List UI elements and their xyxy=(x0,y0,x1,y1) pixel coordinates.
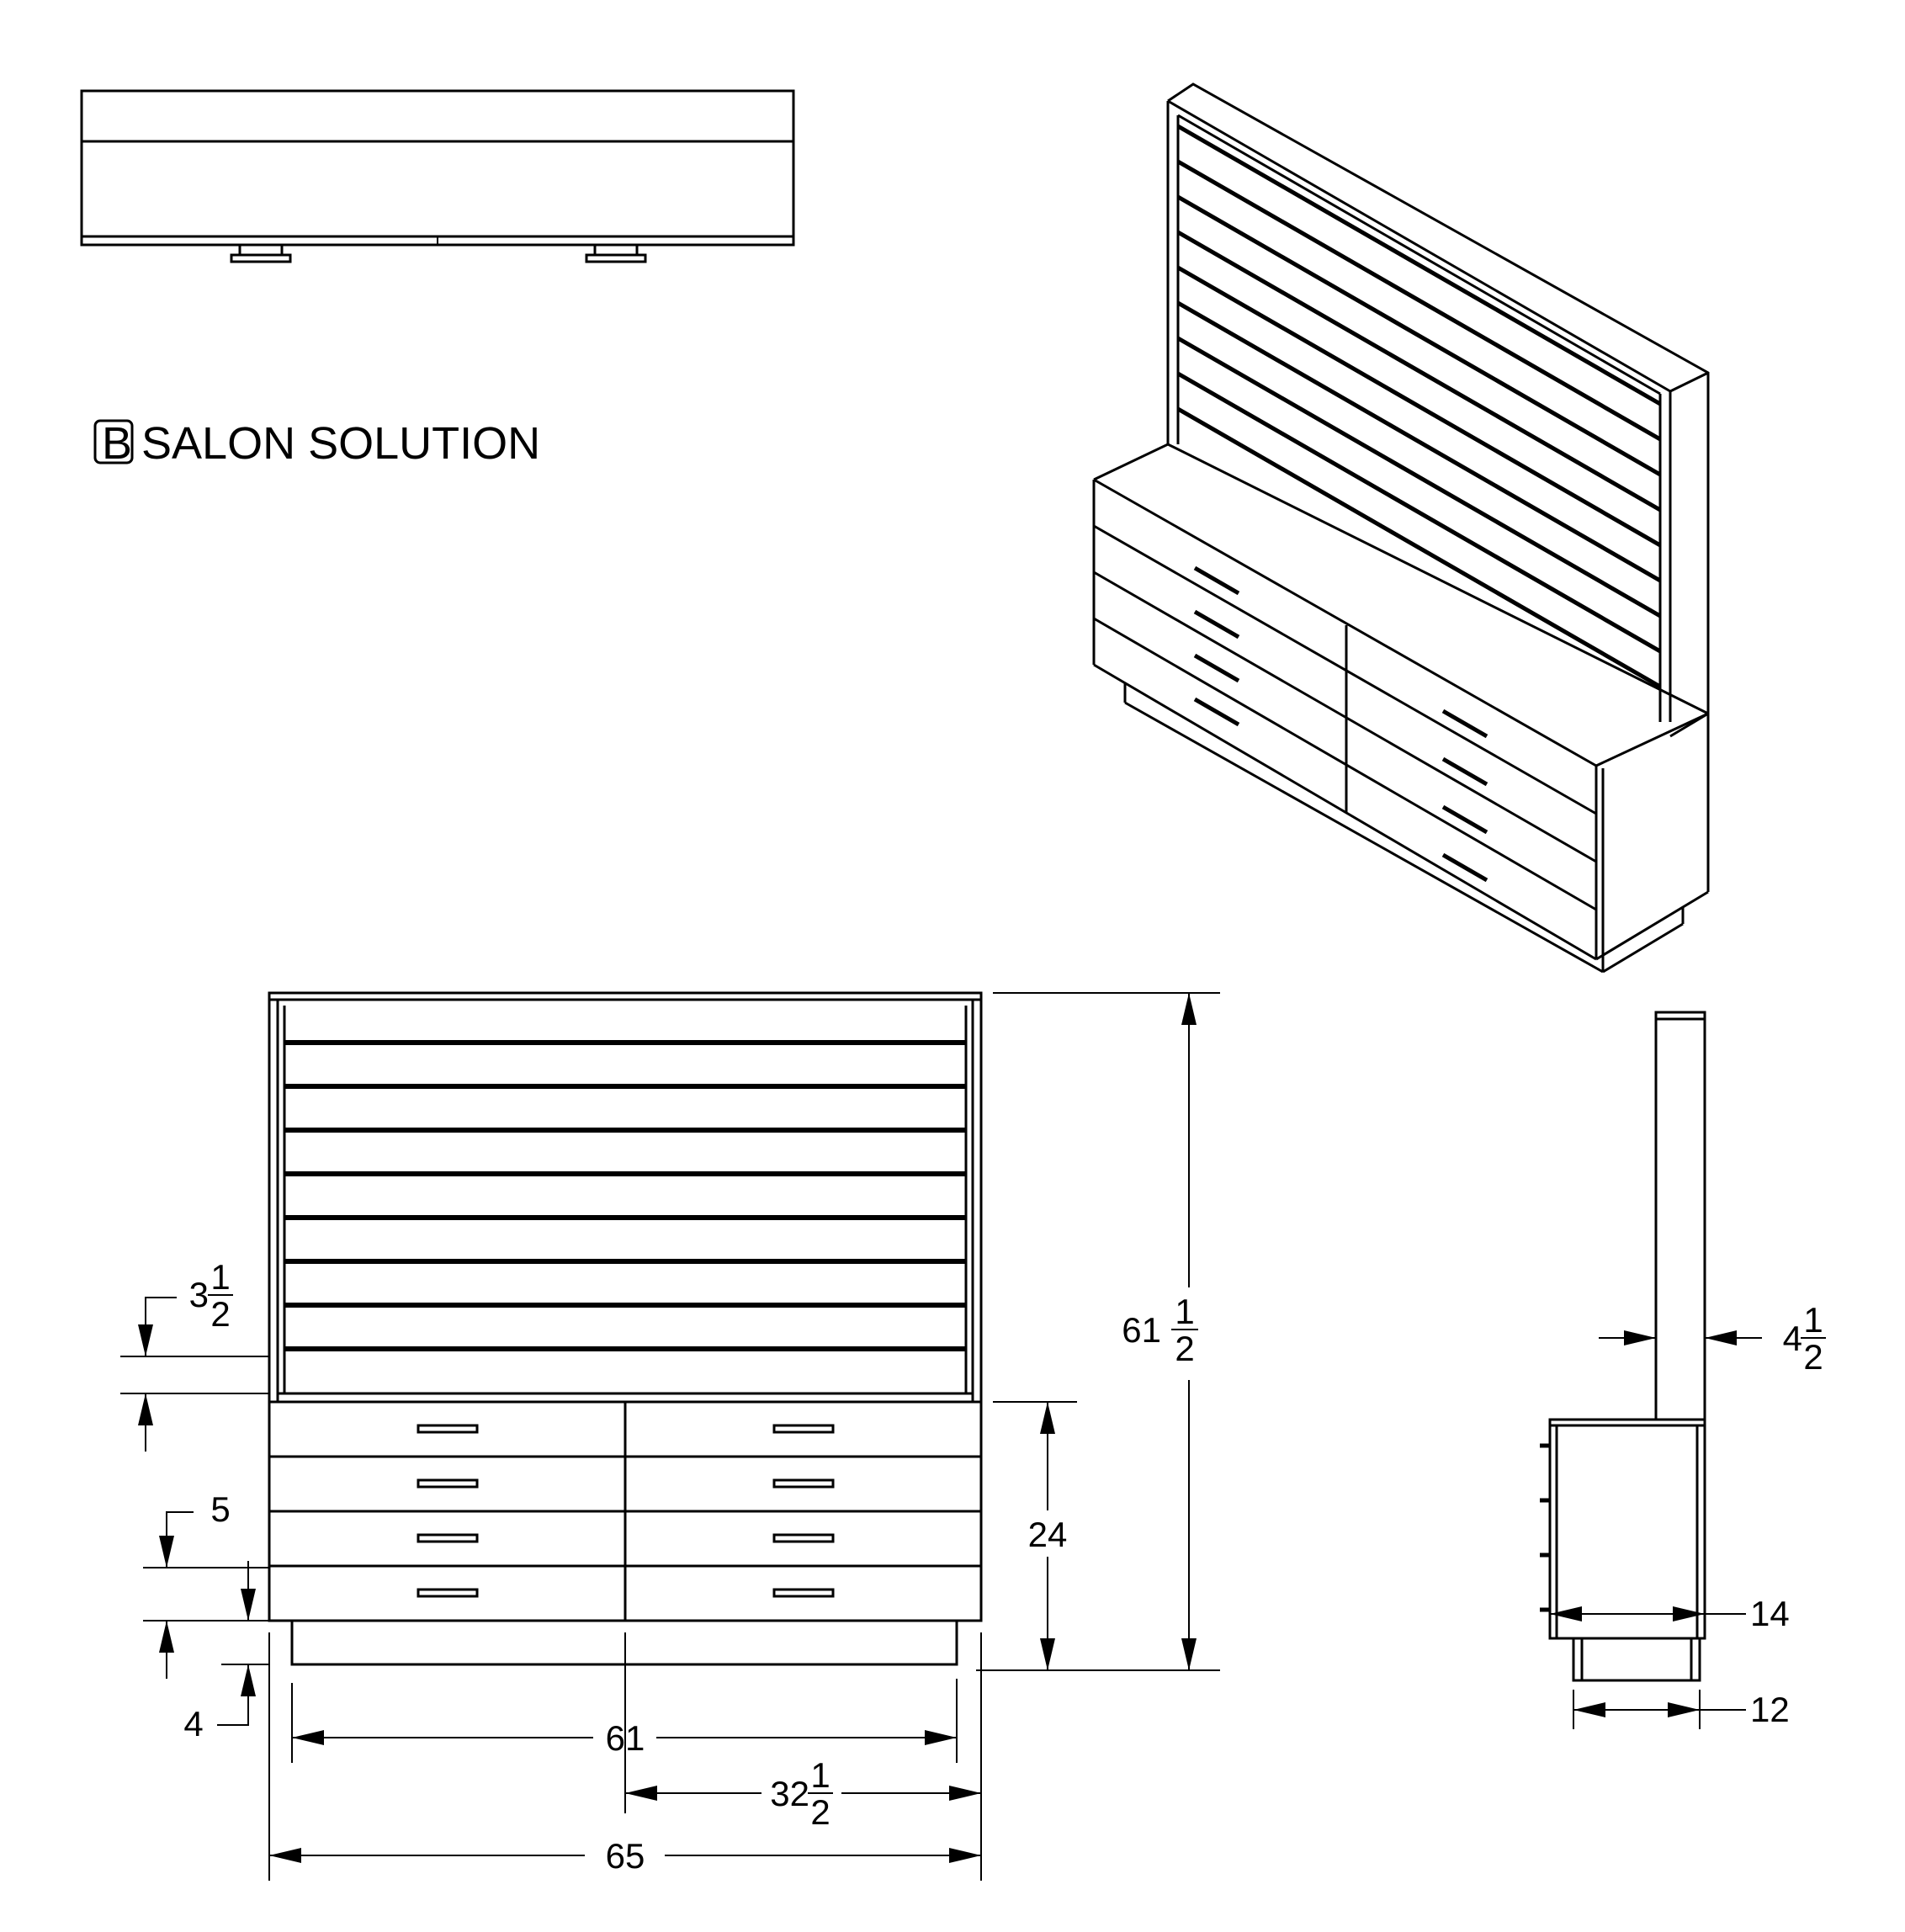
shelf-spacing-denominator: 2 xyxy=(210,1294,230,1334)
dim-cabinet-depth: 14 xyxy=(1550,1594,1790,1633)
drawer-handle xyxy=(772,1478,835,1489)
isometric-drawer-handle xyxy=(1193,653,1240,683)
isometric-shelf xyxy=(1176,300,1662,583)
dim-cabinet-height: 24 xyxy=(993,1401,1077,1670)
dim-shelf-spacing: 3 1 2 xyxy=(120,1257,269,1452)
side-handles xyxy=(1540,1443,1550,1612)
isometric-drawer-handle xyxy=(1441,852,1488,883)
front-shelf xyxy=(284,1259,966,1264)
brand-logo-letter: B xyxy=(102,418,132,469)
isometric-shelf xyxy=(1176,336,1662,618)
isometric-shelf xyxy=(1176,265,1662,548)
overall-height-numerator: 1 xyxy=(1175,1292,1194,1331)
half-width-numerator: 1 xyxy=(810,1755,830,1795)
isometric-view xyxy=(1092,82,1710,974)
dim-overall-height: 61 1 2 xyxy=(976,992,1220,1671)
front-elevation xyxy=(268,991,983,1666)
isometric-slats xyxy=(1176,124,1662,689)
drawer-handle xyxy=(772,1424,835,1434)
drawer-handle xyxy=(772,1533,835,1543)
overall-height-whole: 61 xyxy=(1122,1310,1161,1350)
isometric-drawer-handle xyxy=(1441,756,1488,787)
side-elevation xyxy=(1540,1011,1706,1682)
drawer-handle xyxy=(417,1588,479,1598)
isometric-shelf xyxy=(1176,230,1662,512)
isometric-shelf xyxy=(1176,371,1662,654)
brand-logo: B xyxy=(93,418,134,469)
hutch-depth-whole: 4 xyxy=(1783,1319,1802,1358)
hutch-depth-denominator: 2 xyxy=(1803,1337,1823,1377)
dim-base-height: 4 xyxy=(183,1561,269,1744)
overall-width-label: 65 xyxy=(606,1836,645,1876)
half-width-whole: 32 xyxy=(770,1774,809,1813)
front-shelf xyxy=(284,1171,966,1176)
front-shelf xyxy=(284,1040,966,1045)
cabinet-depth-label: 14 xyxy=(1750,1594,1790,1633)
isometric-shelf xyxy=(1176,159,1662,442)
front-shelf xyxy=(284,1128,966,1133)
isometric-drawer-handle xyxy=(1193,697,1240,727)
dim-base-depth: 12 xyxy=(1573,1690,1790,1729)
front-shelf xyxy=(284,1303,966,1308)
drawer-height-label: 5 xyxy=(210,1489,230,1529)
isometric-shelf xyxy=(1176,124,1662,406)
dim-half-width: 32 1 2 xyxy=(624,1632,981,1832)
overall-height-denominator: 2 xyxy=(1175,1329,1194,1368)
isometric-drawer-handle xyxy=(1193,609,1240,640)
isometric-shelf xyxy=(1176,194,1662,477)
dim-drawer-height: 5 xyxy=(143,1489,269,1679)
dim-overall-width: 65 xyxy=(268,1632,982,1881)
drawer-handle xyxy=(417,1424,479,1434)
brand-name: SALON SOLUTION xyxy=(141,418,540,469)
front-shelf xyxy=(284,1084,966,1089)
isometric-drawer-handle xyxy=(1193,565,1240,596)
front-shelf xyxy=(284,1215,966,1220)
front-slats xyxy=(284,1040,966,1351)
drawer-handle xyxy=(772,1588,835,1598)
base-height-label: 4 xyxy=(183,1704,203,1744)
hutch-depth-numerator: 1 xyxy=(1803,1300,1823,1340)
dim-hutch-depth: 4 1 2 xyxy=(1599,1300,1826,1377)
shelf-spacing-numerator: 1 xyxy=(210,1257,230,1297)
shelf-spacing-whole: 3 xyxy=(189,1275,209,1314)
front-shelf xyxy=(284,1346,966,1351)
isometric-drawer-handle xyxy=(1441,804,1488,835)
drawer-handle xyxy=(417,1478,479,1489)
base-depth-label: 12 xyxy=(1750,1690,1790,1729)
drawer-handle xyxy=(417,1533,479,1543)
isometric-shelf xyxy=(1176,406,1662,689)
half-width-denominator: 2 xyxy=(810,1792,830,1832)
isometric-drawer-handle xyxy=(1441,709,1488,739)
cabinet-height-label: 24 xyxy=(1028,1515,1068,1554)
top-view xyxy=(80,89,795,263)
